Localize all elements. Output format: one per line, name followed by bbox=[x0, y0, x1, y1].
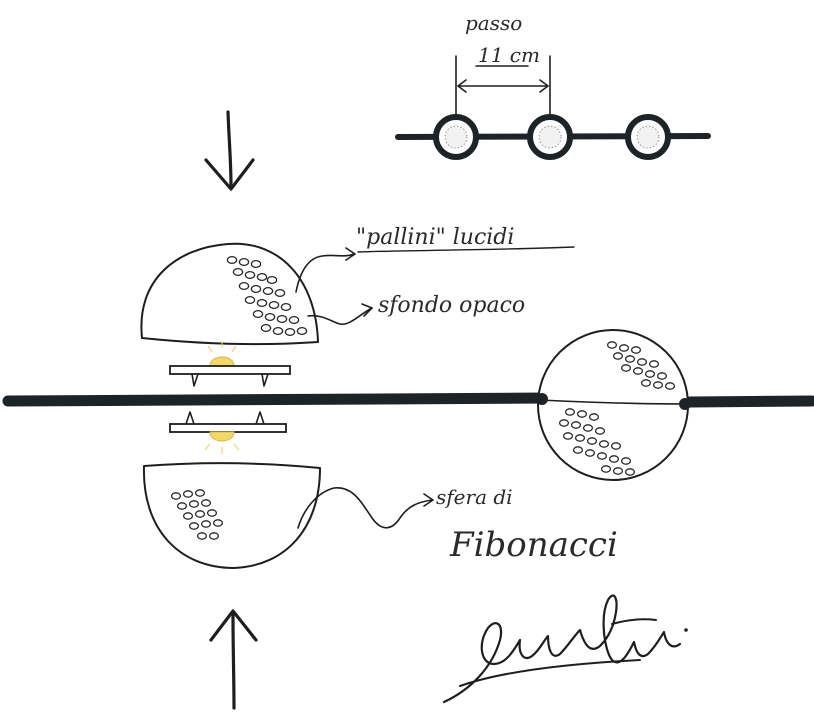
small-sphere-1 bbox=[436, 117, 476, 157]
small-sphere-3 bbox=[628, 117, 668, 157]
clamp-spike-lower-left bbox=[186, 412, 194, 424]
upper-hemisphere bbox=[141, 244, 318, 344]
callout-matte-background: sfondo opaco bbox=[308, 293, 525, 324]
sphere-label-line2: Fibonacci bbox=[449, 525, 618, 565]
matte-background-label: sfondo opaco bbox=[378, 293, 525, 318]
callout-glossy-dots: "pallini" lucidi bbox=[296, 225, 574, 292]
glossy-dots-lower bbox=[172, 490, 223, 539]
small-sphere-2 bbox=[530, 117, 570, 157]
pitch-diagram: passo 11 cm bbox=[398, 11, 708, 157]
assembled-sphere bbox=[536, 330, 691, 480]
pitch-value-label: 11 cm bbox=[478, 43, 540, 67]
main-cable bbox=[8, 398, 812, 402]
pitch-word-label: passo bbox=[465, 11, 522, 35]
clamp-spike-lower-right bbox=[256, 412, 264, 424]
sphere-label-line1: sfera di bbox=[436, 485, 513, 509]
glossy-dots-upper bbox=[227, 257, 306, 336]
arrow-up bbox=[211, 611, 256, 708]
clamp-plate-upper bbox=[170, 366, 290, 374]
lower-hemisphere bbox=[144, 463, 320, 568]
clamp-spike-upper-left bbox=[192, 374, 198, 386]
glossy-dots-label: "pallini" lucidi bbox=[356, 225, 514, 250]
clamp-spike-upper-right bbox=[262, 374, 268, 386]
callout-fibonacci-sphere: sfera di Fibonacci bbox=[298, 485, 618, 565]
clamp-plate-lower bbox=[170, 424, 286, 432]
glow-node-lower bbox=[205, 432, 239, 454]
artist-signature bbox=[444, 596, 688, 702]
arrow-down bbox=[206, 112, 253, 189]
